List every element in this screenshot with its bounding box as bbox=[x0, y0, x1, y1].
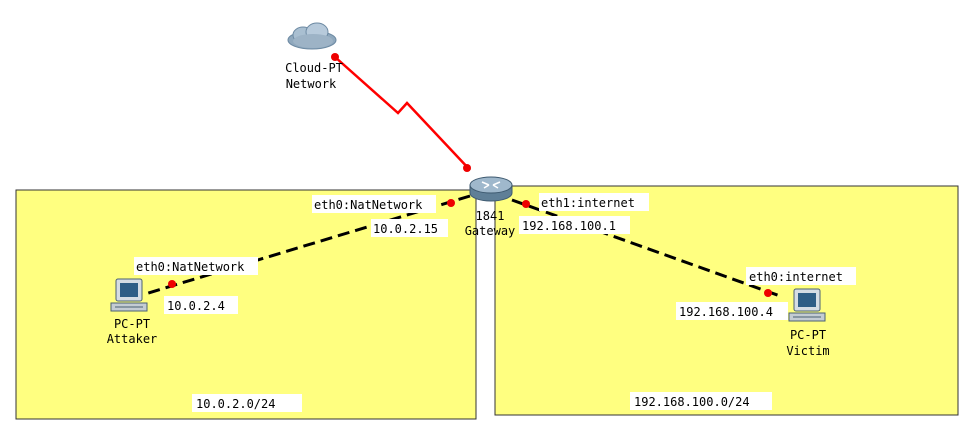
label-bg bbox=[164, 296, 238, 314]
victim-eth0-ip-label: 192.168.100.4 bbox=[679, 305, 773, 319]
label-bg bbox=[746, 267, 856, 285]
router-eth0-label: eth0:NatNetwork bbox=[314, 198, 423, 212]
cloud-name-line1: Cloud-PT bbox=[285, 61, 343, 75]
left-subnet-label: 10.0.2.0/24 bbox=[196, 397, 275, 411]
port-dot-victim bbox=[764, 289, 772, 297]
attacker-eth0-ip-label: 10.0.2.4 bbox=[167, 299, 225, 313]
victim-eth0-label: eth0:internet bbox=[749, 270, 843, 284]
attacker-eth0-label: eth0:NatNetwork bbox=[136, 260, 245, 274]
label-bg bbox=[134, 257, 258, 275]
pc-icon[interactable] bbox=[788, 288, 826, 322]
router-eth0-ip-label: 10.0.2.15 bbox=[373, 222, 438, 236]
pc-icon[interactable] bbox=[110, 278, 148, 312]
router-eth1-label: eth1:internet bbox=[541, 196, 635, 210]
right-subnet-label: 192.168.100.0/24 bbox=[634, 395, 750, 409]
port-dot-router-serial bbox=[463, 164, 471, 172]
victim-model-label: PC-PT bbox=[790, 328, 826, 342]
port-dot-router-eth0 bbox=[447, 199, 455, 207]
attacker-name-label: Attaker bbox=[107, 332, 158, 346]
label-bg bbox=[371, 219, 448, 237]
label-bg bbox=[192, 394, 302, 412]
label-bg bbox=[519, 216, 630, 234]
label-bg bbox=[539, 193, 649, 211]
port-dot-cloud bbox=[331, 53, 339, 61]
serial-link-cloud-router[interactable] bbox=[334, 56, 471, 171]
port-dot-attacker bbox=[168, 280, 176, 288]
label-bg bbox=[630, 392, 772, 410]
router-eth1-ip-label: 192.168.100.1 bbox=[522, 219, 616, 233]
cloud-name-line2: Network bbox=[286, 77, 337, 91]
victim-name-label: Victim bbox=[786, 344, 829, 358]
router-name-label: Gateway bbox=[465, 224, 516, 238]
label-bg bbox=[312, 195, 436, 213]
port-dot-router-eth1 bbox=[522, 200, 530, 208]
router-icon[interactable] bbox=[469, 176, 513, 202]
router-model-label: 1841 bbox=[476, 209, 505, 223]
attacker-model-label: PC-PT bbox=[114, 317, 150, 331]
label-bg bbox=[676, 302, 788, 320]
cloud-icon[interactable] bbox=[287, 22, 337, 50]
